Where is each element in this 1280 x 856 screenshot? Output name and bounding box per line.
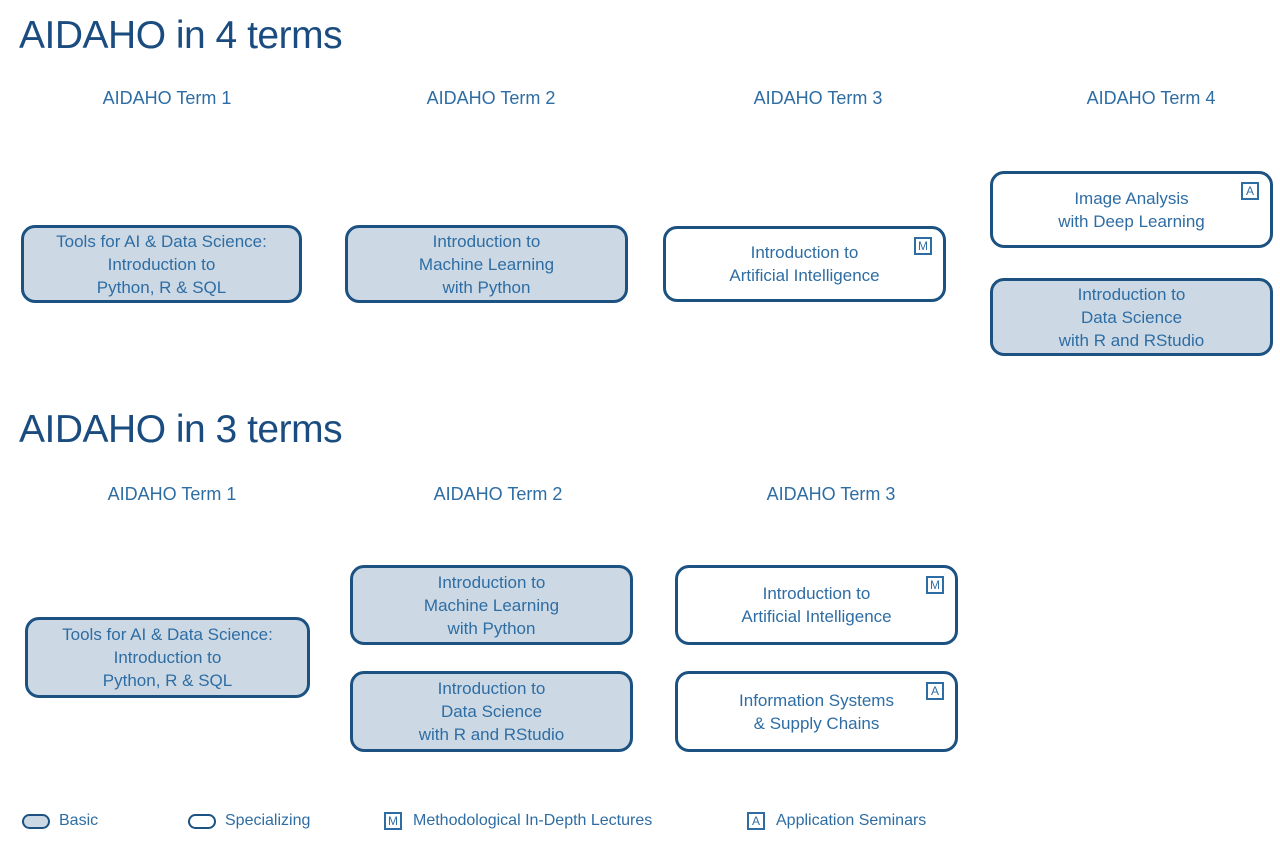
course-box-intro-data-science: Introduction to Data Science with R and …: [990, 278, 1273, 356]
course-line: Tools for AI & Data Science:: [56, 231, 267, 251]
s2-term-3-header: AIDAHO Term 3: [766, 484, 896, 504]
legend-item-methodological: M Methodological In-Depth Lectures: [384, 811, 652, 831]
s1-term-1-header: AIDAHO Term 1: [102, 88, 232, 108]
course-line: with Deep Learning: [1058, 211, 1205, 231]
course-line: with Python: [447, 618, 536, 638]
course-line: Introduction to: [432, 231, 541, 251]
s1-term-4-header: AIDAHO Term 4: [1086, 88, 1216, 108]
course-box-intro-machine-learning-2: Introduction to Machine Learning with Py…: [350, 565, 633, 645]
basic-pill-icon: [22, 813, 50, 829]
section-2-title: AIDAHO in 3 terms: [19, 408, 343, 451]
course-line: Introduction to: [437, 679, 546, 698]
course-box-image-analysis: A Image Analysis with Deep Learning: [990, 171, 1273, 248]
methodological-badge-icon: M: [914, 237, 932, 255]
course-line: Introduction to: [437, 572, 546, 592]
course-box-tools-for-ai-2: Tools for AI & Data Science: Introductio…: [25, 617, 310, 698]
application-badge-icon: A: [926, 682, 944, 700]
legend-label-application: Application Seminars: [776, 812, 927, 829]
application-badge-icon: A: [747, 812, 765, 830]
course-line: with R and RStudio: [418, 725, 565, 744]
legend-label-specializing: Specializing: [225, 812, 311, 829]
course-box-information-systems: A Information Systems & Supply Chains: [675, 671, 958, 752]
course-line: Artificial Intelligence: [741, 607, 892, 626]
course-line: Introduction to: [762, 584, 871, 603]
s2-term-1-header: AIDAHO Term 1: [107, 484, 237, 504]
course-line: Introduction to: [107, 254, 216, 274]
legend-item-basic: Basic: [22, 811, 98, 831]
course-box-intro-artificial-intelligence-2: M Introduction to Artificial Intelligenc…: [675, 565, 958, 645]
legend-label-basic: Basic: [59, 812, 99, 829]
course-box-intro-machine-learning: Introduction to Machine Learning with Py…: [345, 225, 628, 303]
course-line: Machine Learning: [423, 595, 560, 615]
s1-term-3-header: AIDAHO Term 3: [753, 88, 883, 108]
legend-item-specializing: Specializing: [188, 811, 310, 831]
specializing-pill-icon: [188, 813, 216, 829]
section-1-title: AIDAHO in 4 terms: [19, 14, 343, 57]
course-line: Introduction to: [113, 648, 222, 667]
course-line: with Python: [442, 277, 531, 297]
course-line: Python, R & SQL: [96, 277, 227, 297]
course-box-intro-artificial-intelligence: M Introduction to Artificial Intelligenc…: [663, 226, 946, 302]
course-line: Machine Learning: [418, 254, 555, 274]
course-line: Data Science: [1080, 307, 1183, 327]
legend-label-methodological: Methodological In-Depth Lectures: [413, 812, 653, 829]
legend-item-application: A Application Seminars: [747, 811, 926, 831]
course-line: with R and RStudio: [1058, 330, 1205, 350]
course-line: Python, R & SQL: [102, 671, 233, 690]
methodological-badge-icon: M: [926, 576, 944, 594]
s2-term-2-header: AIDAHO Term 2: [433, 484, 563, 504]
methodological-badge-icon: M: [384, 812, 402, 830]
course-line: Data Science: [440, 702, 543, 721]
application-badge-icon: A: [1241, 182, 1259, 200]
course-line: Tools for AI & Data Science:: [62, 625, 273, 644]
course-line: Information Systems: [739, 690, 894, 710]
course-line: Introduction to: [1077, 284, 1186, 304]
course-line: Introduction to: [750, 243, 859, 262]
course-line: & Supply Chains: [753, 713, 880, 733]
course-box-tools-for-ai: Tools for AI & Data Science: Introductio…: [21, 225, 302, 303]
course-line: Artificial Intelligence: [729, 266, 880, 285]
s1-term-2-header: AIDAHO Term 2: [426, 88, 556, 108]
course-line: Image Analysis: [1074, 188, 1189, 208]
course-box-intro-data-science-2: Introduction to Data Science with R and …: [350, 671, 633, 752]
